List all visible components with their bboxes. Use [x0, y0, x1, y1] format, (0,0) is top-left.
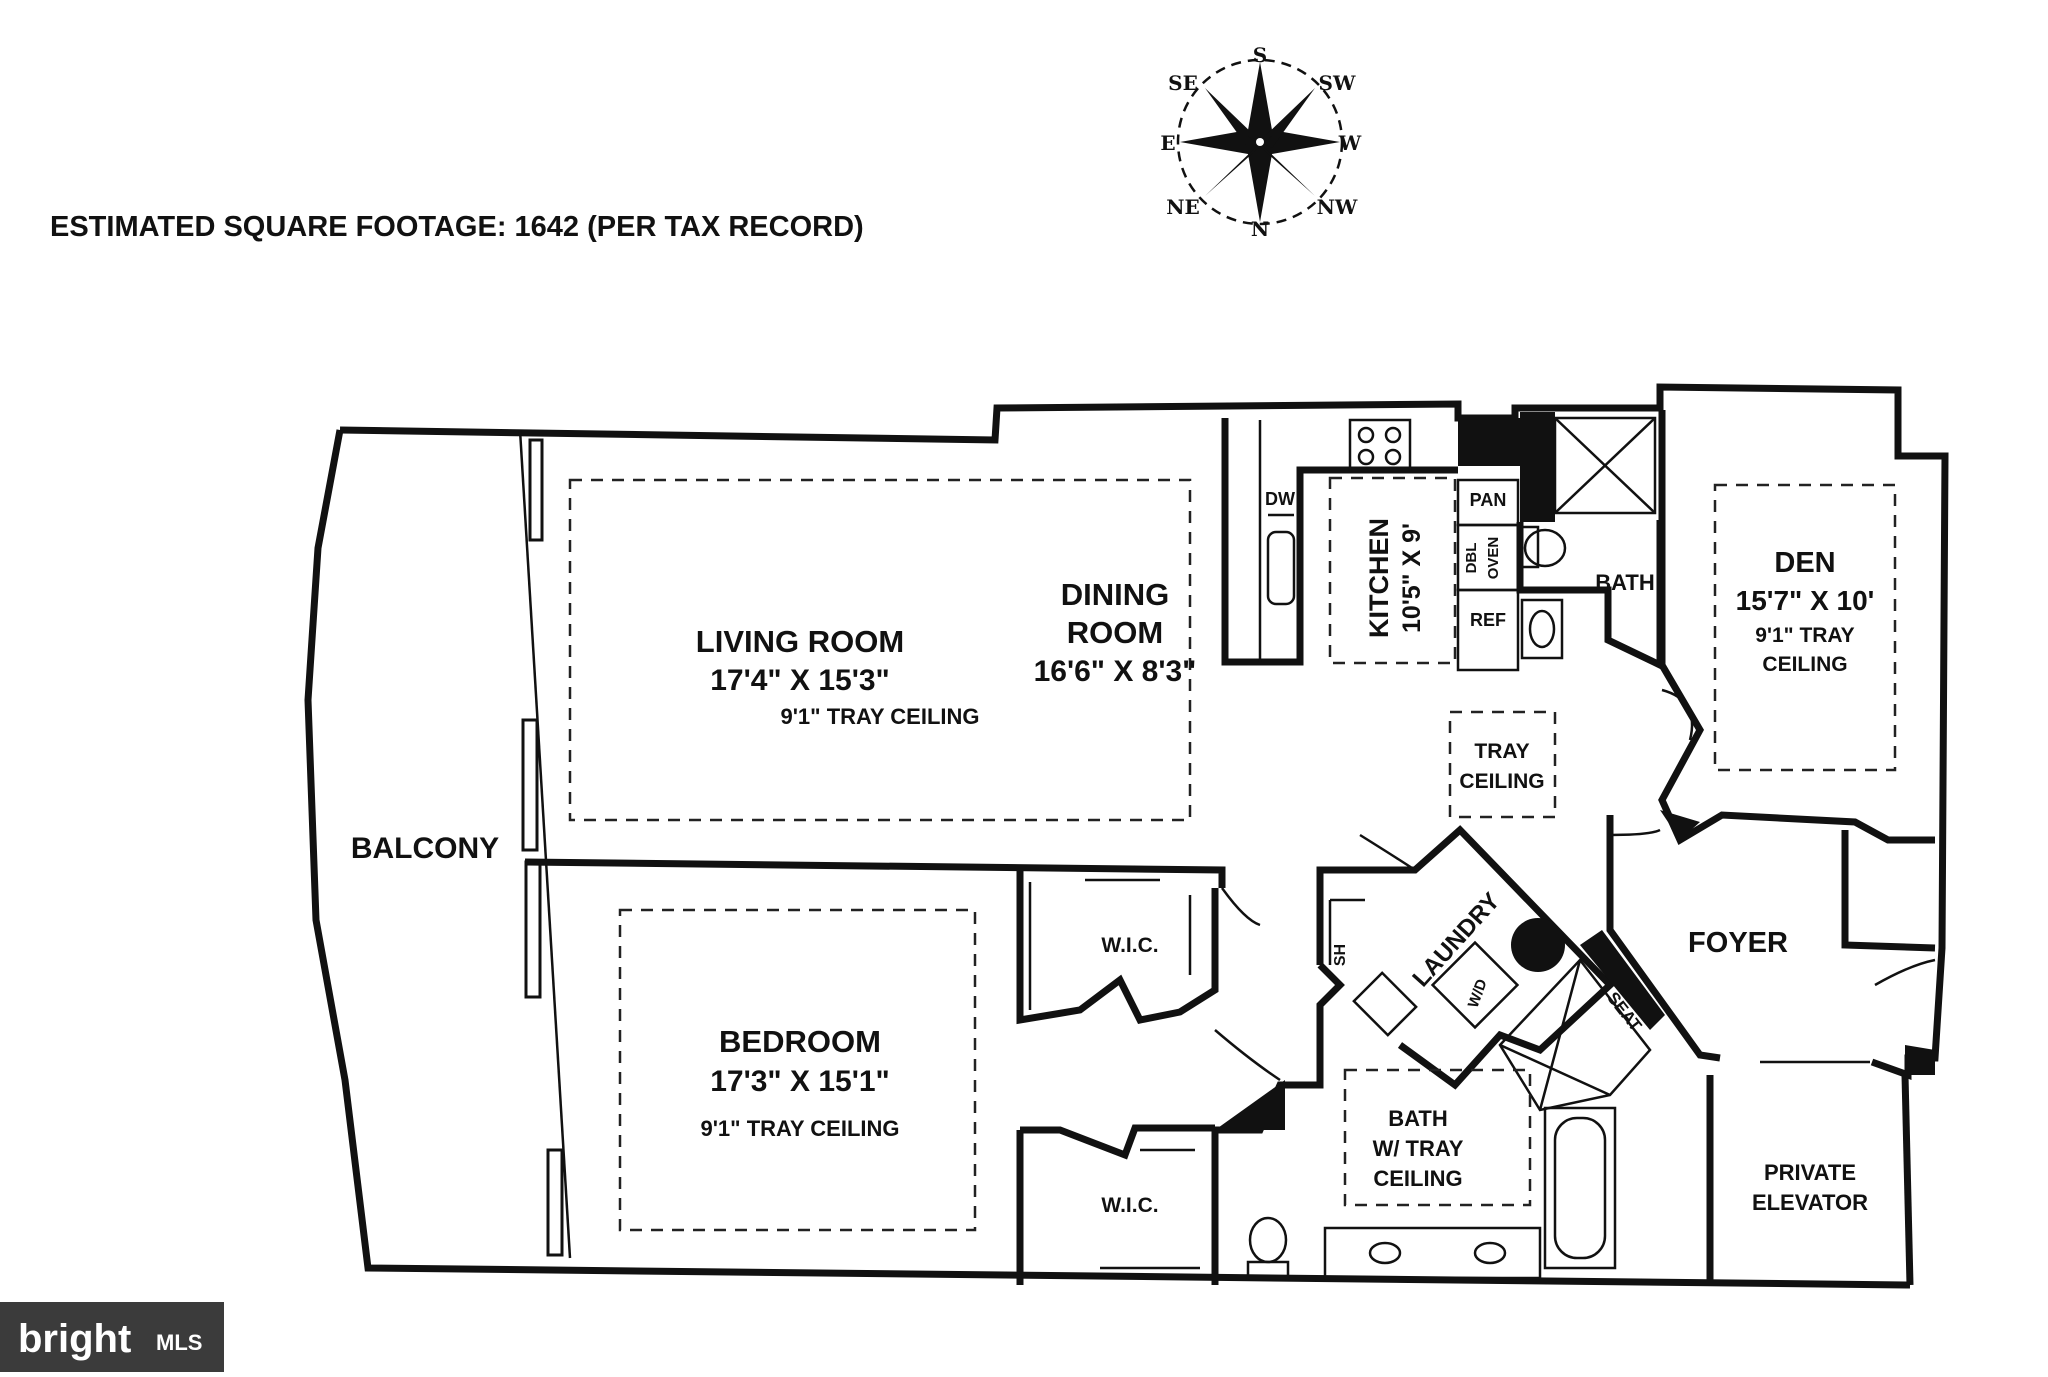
entry-door-swing	[1874, 958, 1936, 987]
balcony-glass-line	[518, 429, 572, 1259]
bedroom-area	[618, 908, 977, 1232]
bath-main-label-3: CEILING	[1373, 1166, 1462, 1191]
bath-main-fixtures	[1246, 1106, 1617, 1280]
wic1-walls	[1016, 870, 1219, 1025]
wic2-label: W.I.C.	[1101, 1194, 1158, 1217]
compass-label-e: E	[1160, 131, 1175, 155]
bedroom-note: 9'1" TRAY CEILING	[700, 1116, 899, 1141]
bath-main-label-2: W/ TRAY	[1373, 1136, 1464, 1161]
dishwasher-label: DW	[1265, 489, 1295, 509]
compass-label-ne: NE	[1166, 195, 1200, 219]
compass-rose-icon	[1176, 58, 1344, 226]
bath-main-area	[1343, 1068, 1532, 1207]
brand-suffix: MLS	[156, 1330, 202, 1355]
wic1-label: W.I.C.	[1101, 934, 1158, 957]
den-size: 15'7" X 10'	[1736, 585, 1875, 616]
elevator-label-2: ELEVATOR	[1752, 1190, 1868, 1215]
bedroom-name: BEDROOM	[719, 1024, 881, 1059]
compass-label-n: N	[1251, 217, 1269, 241]
bright-mls-logo: bright MLS	[0, 1302, 224, 1372]
dining-room-name-2: ROOM	[1067, 615, 1163, 650]
compass-label-nw: NW	[1317, 195, 1358, 219]
kitchen-size: 10'5" X 9'	[1398, 523, 1426, 633]
wall-living-bedroom	[524, 858, 1226, 888]
brand-name: bright	[18, 1317, 131, 1361]
wic2-wall-top	[1020, 1124, 1215, 1160]
tray-ceiling-label-1: TRAY	[1474, 740, 1529, 763]
den-note-1: 9'1" TRAY	[1755, 624, 1854, 647]
refrigerator-label: REF	[1470, 610, 1506, 630]
shelf-label: SH	[1332, 944, 1349, 966]
living-room-size: 17'4" X 15'3"	[710, 664, 890, 697]
bath-main-label-1: BATH	[1388, 1106, 1447, 1131]
foyer-wall-right	[1841, 830, 1936, 952]
pantry-label: PAN	[1470, 490, 1507, 510]
foyer-column	[1660, 810, 1700, 840]
balcony-name: BALCONY	[351, 832, 499, 865]
shower-seat	[1498, 930, 1665, 1112]
laundry-door-swing	[1359, 833, 1416, 872]
den-door-swing	[1661, 688, 1694, 741]
entry-post	[1905, 1045, 1935, 1075]
living-room-area	[568, 478, 1192, 822]
kitchen-name: KITCHEN	[1364, 518, 1394, 638]
double-oven-label-1: DBL	[1463, 543, 1480, 574]
laundry-name: LAUNDRY	[1407, 888, 1505, 993]
compass-label-s: S	[1253, 43, 1267, 67]
kitchen-counter	[1221, 412, 1555, 672]
living-room-note: 9'1" TRAY CEILING	[780, 704, 979, 729]
tray-ceiling-label-2: CEILING	[1459, 770, 1544, 793]
double-oven-label-2: OVEN	[1485, 537, 1502, 580]
den-area	[1713, 483, 1897, 772]
washer-dryer-label: W/D	[1465, 977, 1491, 1010]
compass-label-se: SE	[1168, 71, 1198, 95]
dining-room-size: 16'6" X 8'3"	[1034, 655, 1197, 688]
bedroom-door-swing	[1220, 887, 1261, 927]
bath-top-label: BATH	[1595, 570, 1654, 595]
den-note-2: CEILING	[1762, 653, 1847, 676]
elevator-label-1: PRIVATE	[1764, 1160, 1856, 1185]
foyer-wall-left	[1606, 815, 1721, 1062]
square-footage-title: ESTIMATED SQUARE FOOTAGE: 1642 (PER TAX …	[50, 211, 864, 243]
compass-label-w: W	[1338, 131, 1362, 155]
compass-label-sw: SW	[1319, 71, 1356, 95]
dining-room-name-1: DINING	[1061, 577, 1170, 612]
foyer-name: FOYER	[1688, 927, 1788, 959]
foyer-door-swing	[1609, 828, 1661, 837]
closet-shelving	[1028, 878, 1200, 1270]
living-room-name: LIVING ROOM	[696, 624, 904, 659]
tray-ceiling-area	[1448, 710, 1557, 819]
kitchen-area	[1328, 476, 1457, 665]
den-name: DEN	[1774, 547, 1835, 579]
balcony-windows	[521, 438, 564, 1257]
bath-column	[1215, 1080, 1285, 1130]
bedroom-size: 17'3" X 15'1"	[710, 1065, 890, 1098]
bath-door-swing	[1214, 1029, 1281, 1082]
